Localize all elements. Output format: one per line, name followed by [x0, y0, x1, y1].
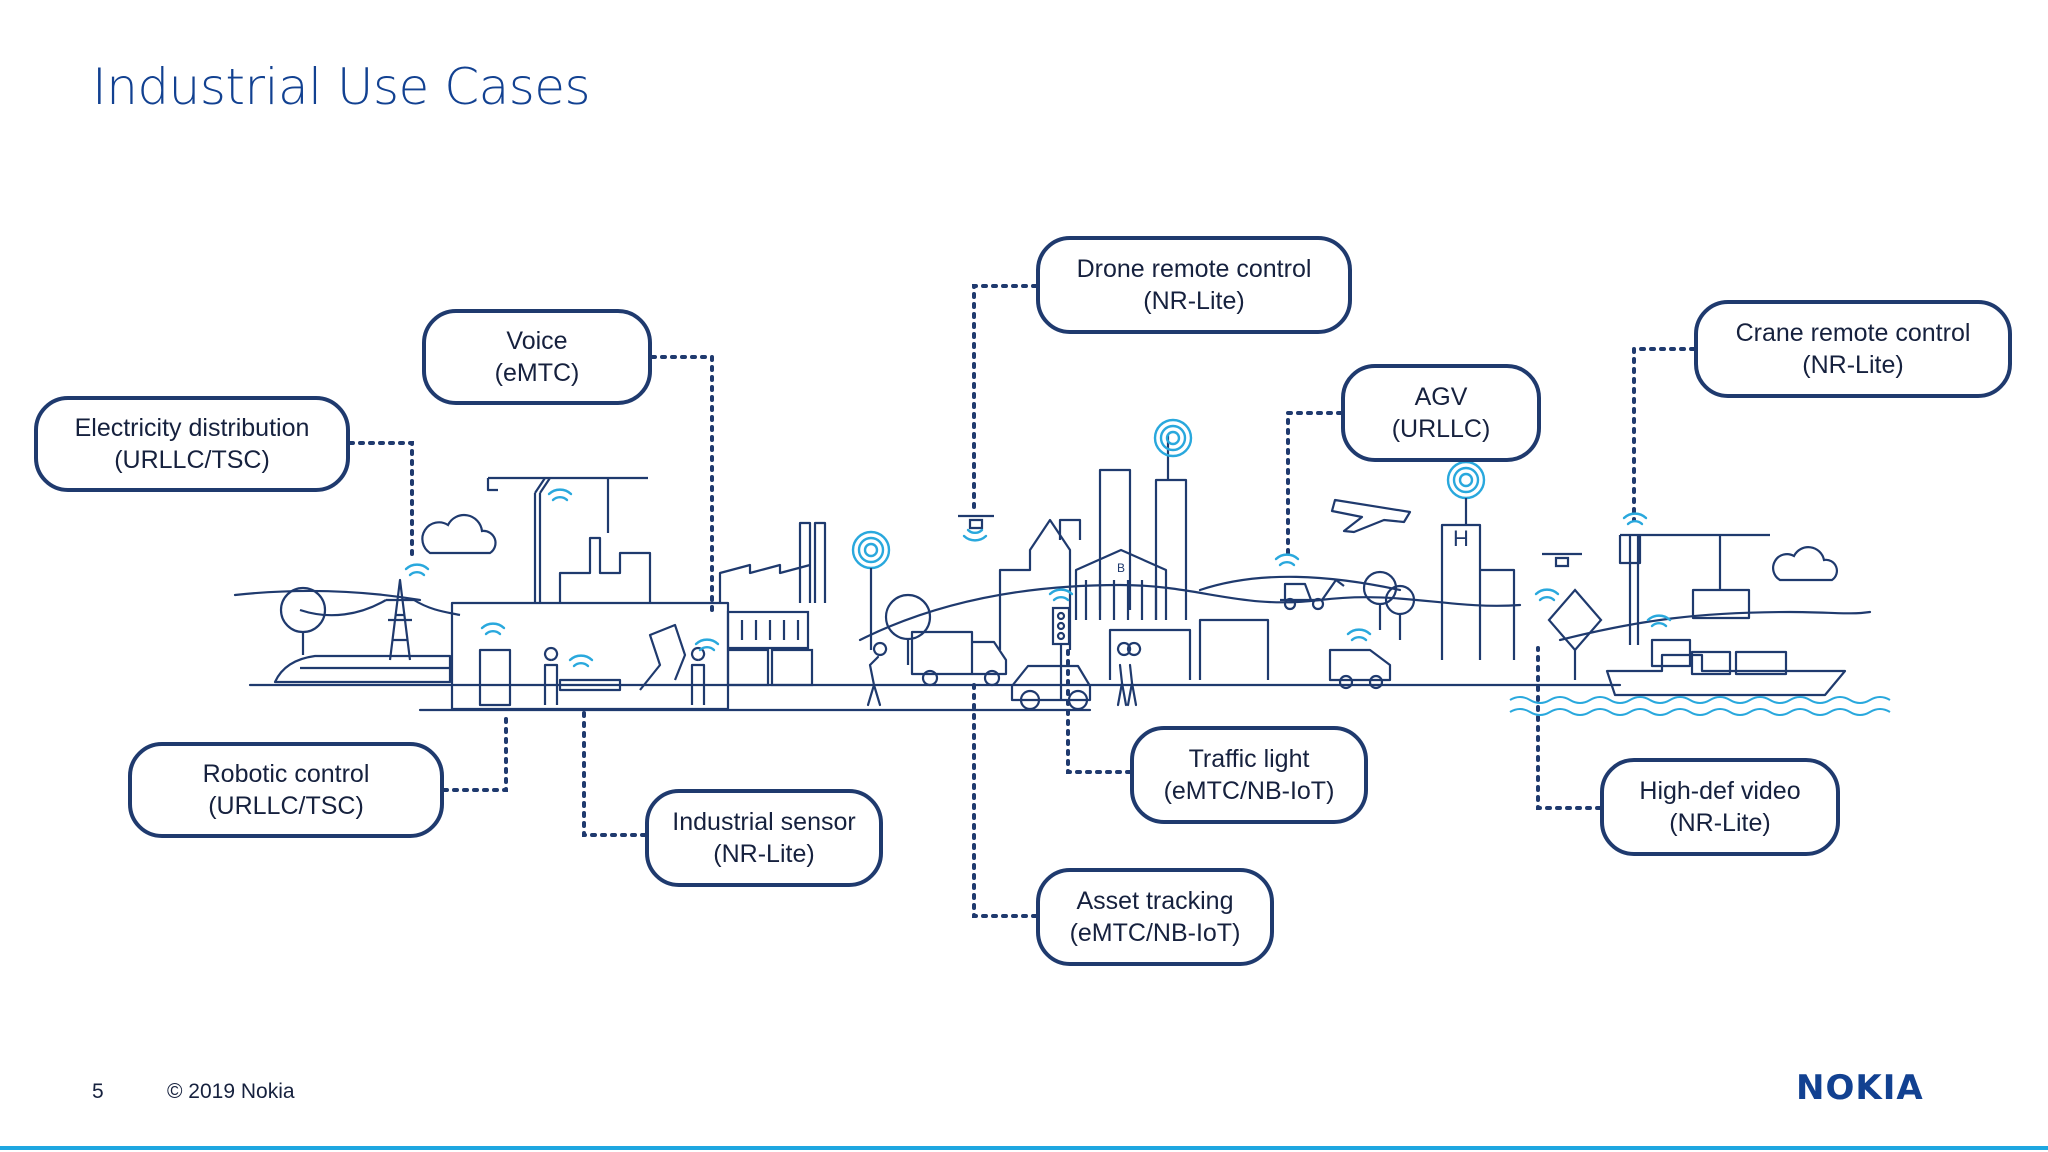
- page-number: 5: [92, 1080, 104, 1103]
- worker-2: [690, 646, 706, 705]
- bank-sign: B: [1117, 561, 1125, 575]
- connector-agv: [1286, 411, 1343, 562]
- callout-tech: (NR-Lite): [713, 840, 815, 868]
- ship: [1605, 653, 1847, 697]
- connector-traffic: [1066, 643, 1132, 774]
- pylon: [386, 578, 414, 661]
- callout-tech: (NR-Lite): [1669, 809, 1771, 837]
- antenna-masts: [869, 498, 1468, 650]
- callout-robotic-control: Robotic control (URLLC/TSC): [128, 742, 444, 838]
- callout-tech: (URLLC): [1391, 415, 1491, 443]
- drones: [958, 514, 1582, 568]
- connector-crane: [1632, 347, 1696, 522]
- connector-sensor: [582, 710, 647, 837]
- callout-label: Traffic light: [1188, 745, 1310, 773]
- callout-label: AGV: [1414, 383, 1468, 411]
- callout-label: Electricity distribution: [74, 414, 310, 442]
- crane-left: [486, 476, 648, 603]
- cloud-left: [421, 513, 497, 555]
- vehicles: [910, 578, 1392, 711]
- callout-label: Crane remote control: [1735, 319, 1971, 347]
- city-buildings: [998, 435, 1516, 680]
- callout-tech: (NR-Lite): [1802, 351, 1904, 379]
- connector-video: [1536, 646, 1602, 810]
- ambulance: [1328, 648, 1392, 682]
- connector-asset: [972, 678, 1038, 918]
- port-crane: [1618, 533, 1770, 645]
- truck-cab: [972, 640, 1008, 676]
- antennas: [851, 418, 1486, 570]
- bottom-accent-bar: [0, 1146, 2048, 1150]
- hospital: [1440, 523, 1516, 660]
- callout-tech: (URLLC/TSC): [114, 446, 270, 474]
- nokia-logo: NOKIA: [1796, 1068, 1924, 1108]
- callout-drone-remote-control: Drone remote control (NR-Lite): [1036, 236, 1352, 334]
- hill-line-back: [1198, 575, 1402, 592]
- callout-agv: AGV (URLLC): [1341, 364, 1541, 462]
- callout-crane-remote-control: Crane remote control (NR-Lite): [1694, 300, 2012, 398]
- factory-building: [450, 601, 730, 711]
- connector-lines: [348, 284, 1696, 918]
- callout-asset-tracking: Asset tracking (eMTC/NB-IoT): [1036, 868, 1274, 966]
- truck-box: [910, 630, 974, 676]
- callout-label: Industrial sensor: [672, 808, 856, 836]
- callout-voice: Voice (eMTC): [422, 309, 652, 405]
- clouds: [421, 513, 1839, 582]
- worker-1: [543, 646, 559, 705]
- robot-console: [478, 648, 512, 707]
- train: [273, 654, 452, 684]
- callout-tech: (eMTC/NB-IoT): [1069, 919, 1241, 947]
- hill-line-left: [233, 589, 422, 602]
- callout-tech: (URLLC/TSC): [208, 792, 364, 820]
- hill-line-center: [858, 583, 1522, 642]
- cloud-right: [1772, 546, 1839, 582]
- hill-line-right: [1558, 610, 1872, 642]
- port-and-ship: [1605, 533, 1847, 697]
- factory-skyline: [558, 521, 827, 603]
- callout-traffic-light: Traffic light (eMTC/NB-IoT): [1130, 726, 1368, 824]
- connector-voice: [650, 355, 714, 617]
- connector-electricity: [348, 441, 414, 562]
- car: [1010, 664, 1092, 702]
- callout-electricity-distribution: Electricity distribution (URLLC/TSC): [34, 396, 350, 492]
- callout-label: High-def video: [1639, 777, 1801, 805]
- power-wires: [299, 599, 461, 617]
- callout-label: Asset tracking: [1076, 887, 1234, 915]
- connector-robotic: [442, 710, 508, 792]
- airplane: [1330, 498, 1412, 534]
- containers: [726, 610, 814, 687]
- water: [1509, 696, 1891, 716]
- wifi-signals: [404, 488, 1672, 668]
- callout-tech: (eMTC): [494, 359, 580, 387]
- callout-tech: (eMTC/NB-IoT): [1163, 777, 1335, 805]
- copyright: © 2019 Nokia: [167, 1080, 295, 1103]
- callout-label: Robotic control: [202, 760, 370, 788]
- callout-label: Drone remote control: [1076, 255, 1312, 283]
- train-and-pylon: [273, 578, 461, 684]
- pedestrians: [866, 641, 1142, 707]
- connector-drone: [972, 284, 1038, 510]
- callout-tech: (NR-Lite): [1143, 287, 1245, 315]
- robot-arm: [639, 623, 687, 691]
- callout-high-def-video: High-def video (NR-Lite): [1600, 758, 1840, 856]
- callout-industrial-sensor: Industrial sensor (NR-Lite): [645, 789, 883, 887]
- agv-vehicle: [1280, 578, 1345, 602]
- slide-title: Industrial Use Cases: [92, 58, 591, 116]
- bank: [1074, 548, 1168, 620]
- hospital-sign: H: [1453, 526, 1469, 551]
- callout-label: Voice: [506, 327, 568, 355]
- trees: [884, 570, 1603, 680]
- conveyor: [558, 678, 622, 692]
